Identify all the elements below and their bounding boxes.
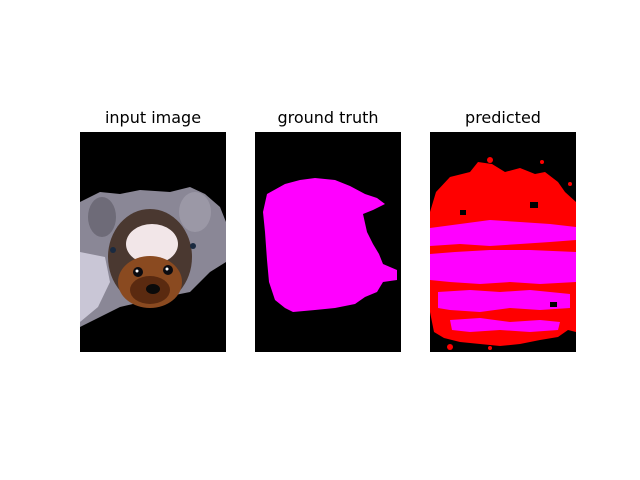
ground-truth-mask — [255, 132, 401, 352]
panel-title-input: input image — [104, 108, 202, 127]
panel-title-ground-truth: ground truth — [277, 108, 379, 127]
predicted-panel — [430, 132, 576, 352]
predicted-mask — [430, 132, 576, 352]
dog-photo — [80, 132, 226, 352]
input-image-panel — [80, 132, 226, 352]
panel-title-predicted: predicted — [465, 108, 541, 127]
ground-truth-panel — [255, 132, 401, 352]
